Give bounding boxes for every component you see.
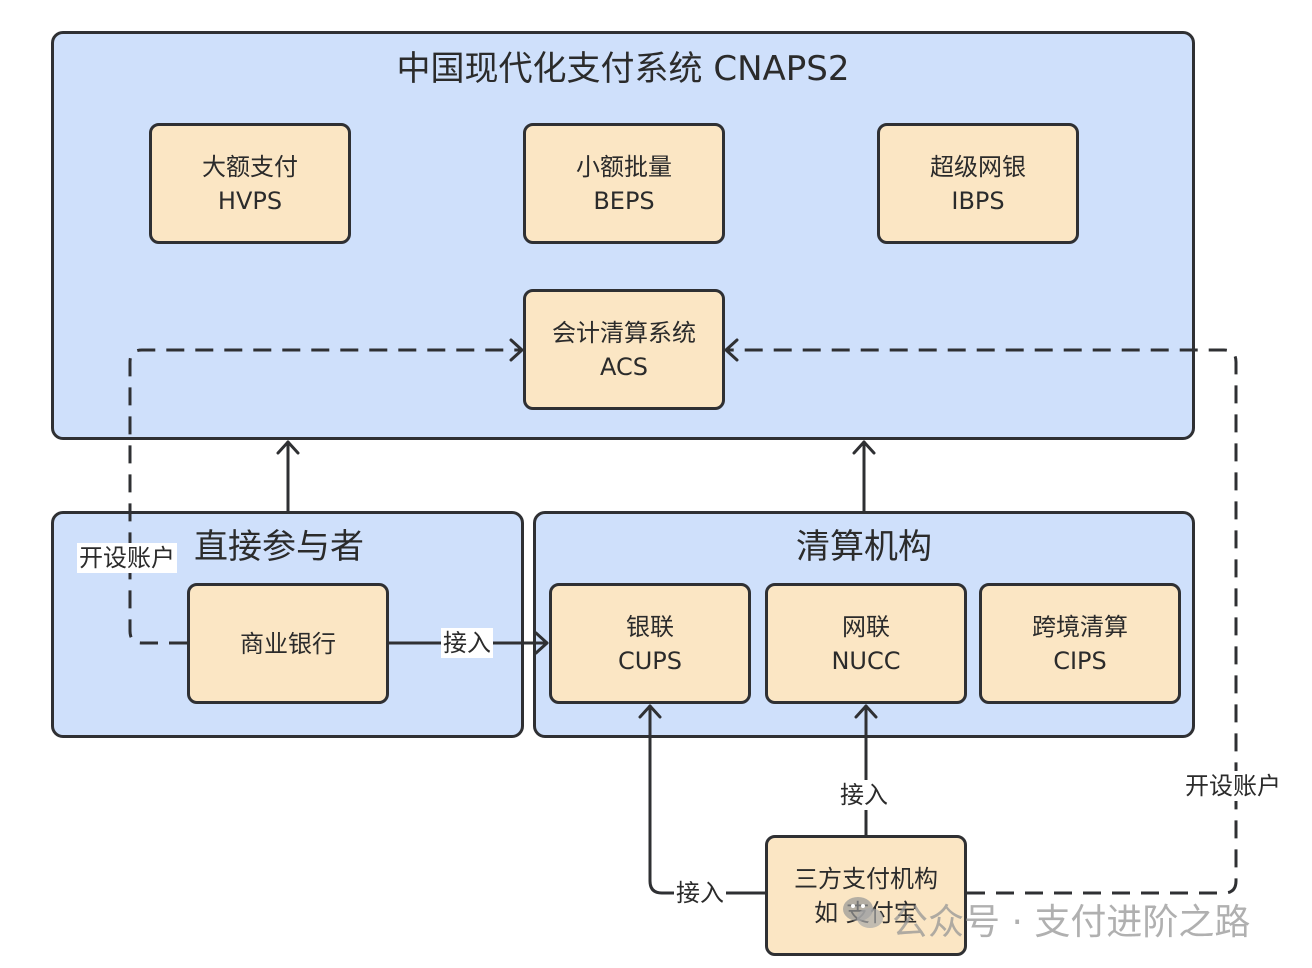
cups-node: 银联 CUPS — [549, 583, 751, 704]
cnaps-title: 中国现代化支付系统 CNAPS2 — [396, 49, 850, 89]
beps-code: BEPS — [593, 186, 655, 215]
cips-label: 跨境清算 — [1032, 612, 1128, 641]
cips-code: CIPS — [1053, 646, 1107, 675]
third-account-dashed-edge — [727, 348, 1238, 895]
cups-label: 银联 — [626, 612, 674, 641]
wechat-icon — [843, 897, 883, 928]
bank-account-arrowhead — [509, 338, 525, 362]
watermark-text: 公众号 · 支付进阶之路 — [892, 902, 1251, 943]
nucc-label: 网联 — [842, 612, 890, 641]
direct-participant-title: 直接参与者 — [194, 527, 364, 567]
cips-node: 跨境清算 CIPS — [979, 583, 1181, 704]
bank-to-cups-label: 接入 — [441, 628, 493, 658]
direct-to-cnaps-arrowhead — [276, 440, 300, 455]
ibps-label: 超级网银 — [930, 152, 1026, 181]
third-to-nucc-arrowhead — [854, 704, 878, 719]
third-account-arrowhead — [723, 338, 739, 362]
third-account-label: 开设账户 — [1183, 771, 1283, 801]
hvps-label: 大额支付 — [202, 152, 298, 181]
acs-node: 会计清算系统 ACS — [523, 289, 725, 410]
bank-to-cups-arrowhead — [534, 631, 549, 655]
acs-code: ACS — [600, 352, 648, 381]
commercial-bank-node: 商业银行 — [187, 583, 389, 704]
bank-account-dashed-edge — [128, 348, 521, 645]
nucc-code: NUCC — [831, 646, 901, 675]
acs-label: 会计清算系统 — [552, 318, 696, 347]
hvps-code: HVPS — [217, 186, 283, 215]
ibps-code: IBPS — [951, 186, 1005, 215]
ibps-node: 超级网银 IBPS — [877, 123, 1079, 244]
clearing-to-cnaps-arrowhead — [852, 440, 876, 455]
third-to-cups-edge — [648, 704, 767, 895]
third-to-cups-arrowhead — [638, 704, 662, 719]
third-to-nucc-label: 接入 — [838, 780, 890, 810]
commercial-bank-label: 商业银行 — [240, 629, 336, 658]
beps-node: 小额批量 BEPS — [523, 123, 725, 244]
nucc-node: 网联 NUCC — [765, 583, 967, 704]
clearing-institution-title: 清算机构 — [796, 527, 932, 567]
third-party-payment-node: 三方支付机构 如 支付宝 — [765, 835, 967, 956]
cups-code: CUPS — [617, 646, 683, 675]
beps-label: 小额批量 — [576, 152, 672, 181]
third-party-label: 三方支付机构 — [794, 864, 938, 893]
third-to-cups-label: 接入 — [674, 878, 726, 908]
hvps-node: 大额支付 HVPS — [149, 123, 351, 244]
bank-account-label: 开设账户 — [77, 543, 177, 573]
